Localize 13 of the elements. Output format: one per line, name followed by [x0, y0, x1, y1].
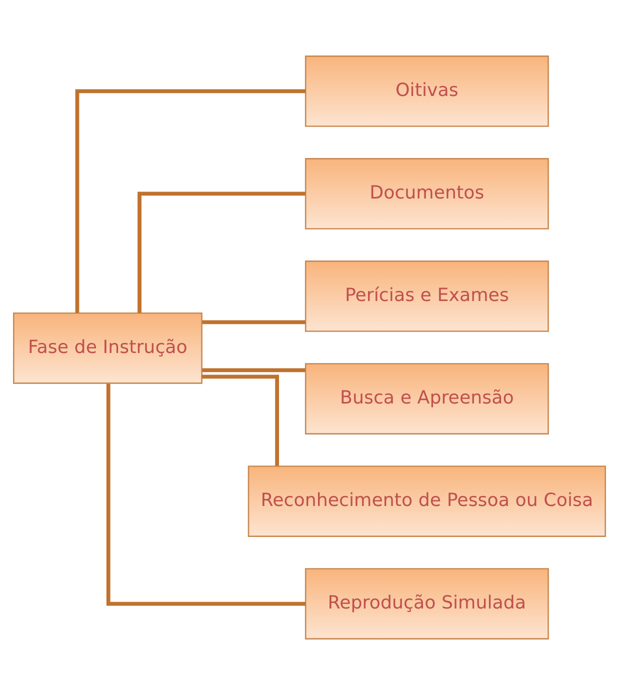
node-box: Reconhecimento de Pessoa ou Coisa	[248, 466, 606, 537]
connector	[75, 89, 306, 313]
node-box: Busca e Apreensão	[304, 363, 549, 434]
node-box: Reprodução Simulada	[304, 568, 549, 640]
connector	[202, 368, 306, 372]
node-box: Oitivas	[304, 56, 549, 127]
node-box: Perícias e Exames	[304, 260, 549, 332]
node-box: Documentos	[304, 158, 549, 230]
node-box: Fase de Instrução	[13, 312, 202, 384]
connector	[202, 374, 279, 466]
connector	[106, 384, 306, 606]
connector	[202, 320, 306, 324]
connector	[138, 192, 306, 314]
